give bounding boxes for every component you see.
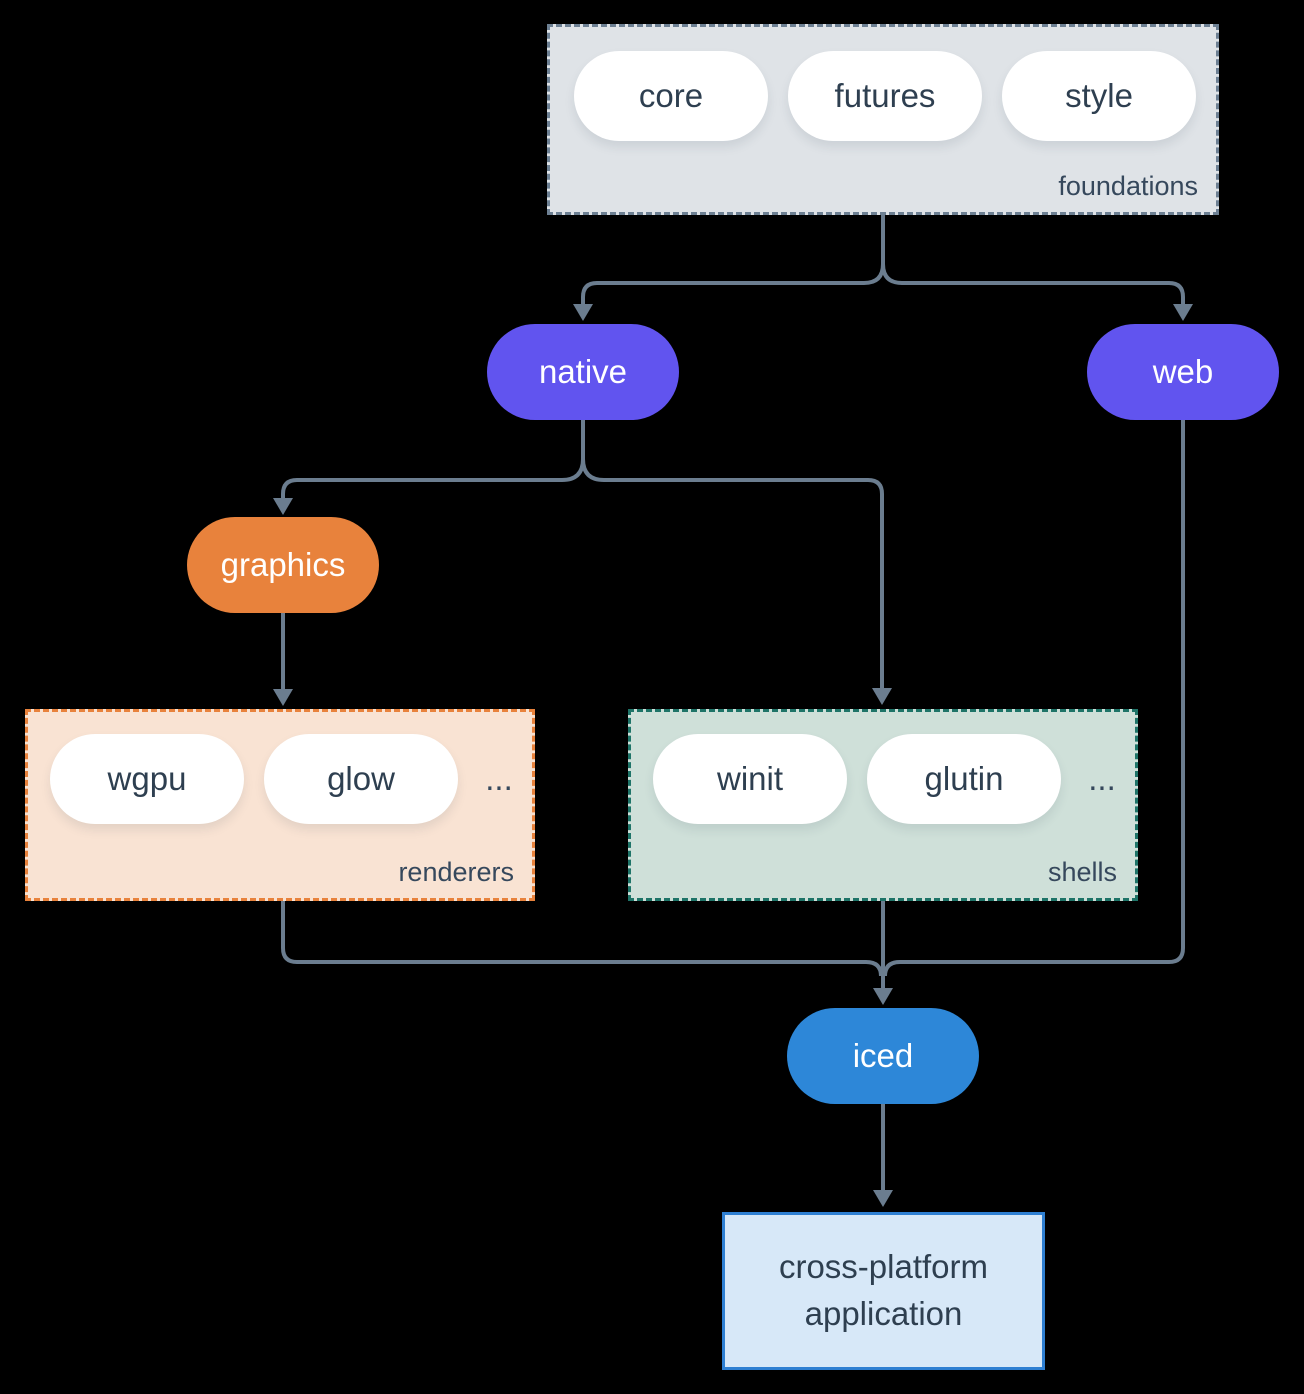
arrowhead-into-renderers [273,689,293,706]
pill-wgpu: wgpu [50,734,244,824]
edge-foundations-to-web [881,263,1185,307]
pill-futures: futures [788,51,982,141]
group-label-renderers: renderers [398,857,514,887]
pill-core: core [574,51,768,141]
node-native: native [487,324,679,420]
node-graphics: graphics [187,517,379,613]
edge-native-to-graphics [281,458,585,501]
arrowhead-into-iced [873,988,893,1005]
application-label: cross-platform application [778,1248,989,1332]
arrowhead-into-application [873,1190,893,1207]
renderers-ellipsis: ... [485,760,513,797]
arrowhead-into-shells [872,688,892,705]
pill-winit: winit [653,734,847,824]
node-web: web [1087,324,1279,420]
pill-glutin: glutin [867,734,1061,824]
edge-native-to-shells [581,458,884,691]
group-foundations: core futures style foundations [547,24,1219,215]
edge-renderers-to-junction [281,901,883,977]
node-iced: iced [787,1008,979,1104]
group-renderers: wgpu glow ... renderers [25,709,535,901]
node-application: cross-platform application [722,1212,1045,1370]
edge-foundations-to-native [581,263,885,307]
arrowhead-into-graphics [273,498,293,515]
group-label-shells: shells [1047,857,1117,887]
edge-web-to-junction [883,420,1185,977]
arrowhead-into-web [1173,304,1193,321]
group-shells: winit glutin ... shells [628,709,1138,901]
group-label-foundations: foundations [1058,171,1198,201]
pill-glow: glow [264,734,458,824]
pill-style: style [1002,51,1196,141]
arrowhead-into-native [573,304,593,321]
shells-ellipsis: ... [1088,760,1116,797]
